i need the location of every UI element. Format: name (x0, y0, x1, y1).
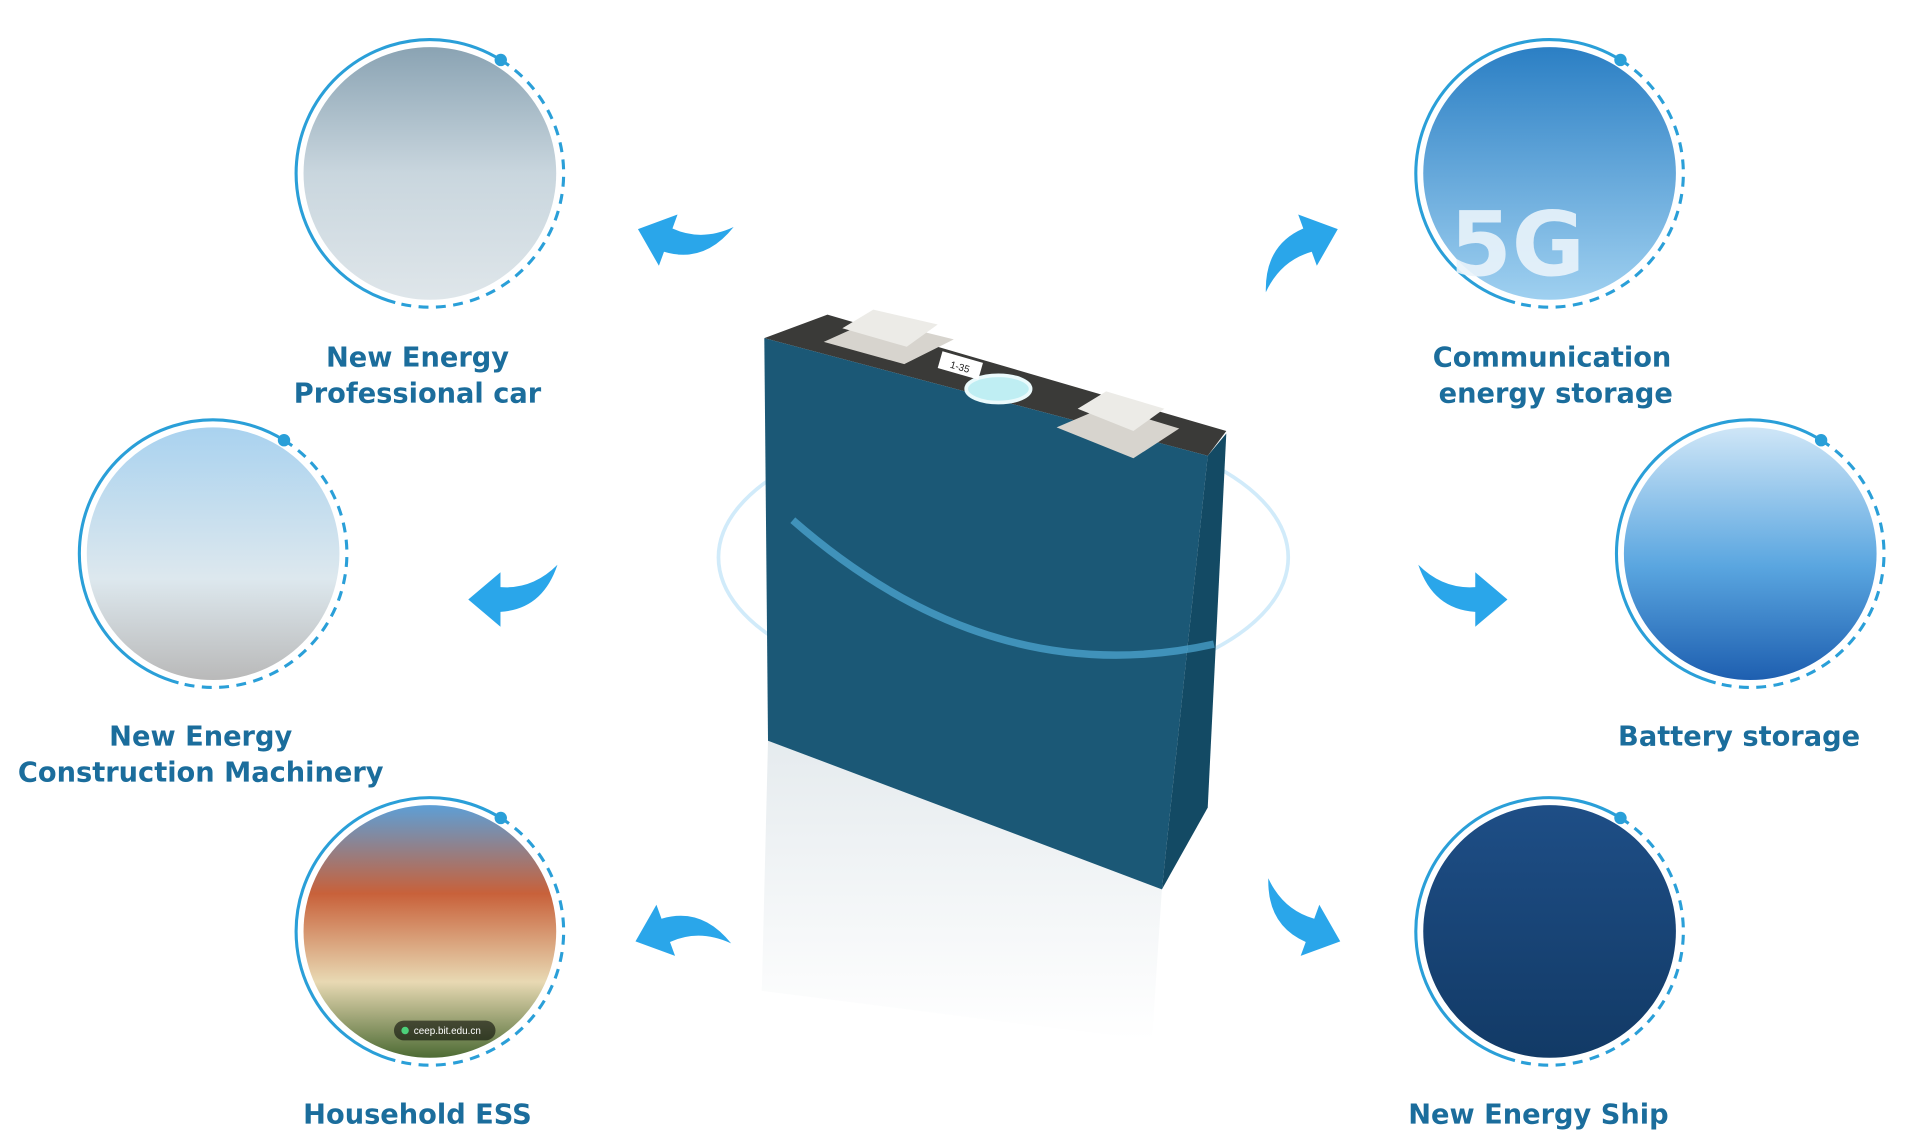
ring-dot (494, 53, 507, 67)
ring-dot (494, 811, 507, 825)
ring-solid-arc (1414, 796, 1622, 1063)
cell-label: 1-35 (949, 360, 972, 376)
label-comm-1: Communication (1433, 343, 1672, 374)
arrows (468, 214, 1508, 956)
ring-solid-arc (77, 418, 285, 685)
ring-dot (277, 434, 291, 447)
photo-household (294, 796, 566, 1067)
label-car-1: New Energy (326, 343, 509, 374)
label-household: Household ESS (303, 1099, 532, 1130)
arrow-right-icon (1418, 564, 1508, 627)
battery-reflection (761, 740, 1162, 1041)
ring-dashed-arc (1514, 816, 1685, 1067)
storage-cabinet-photo (1623, 427, 1877, 680)
ring-solid-arc (294, 796, 502, 1063)
negative-terminal (1056, 391, 1180, 459)
ring-dot (1814, 434, 1828, 447)
5g-antenna-photo (1423, 47, 1676, 300)
photo-car (294, 38, 566, 309)
wheel-loader-photo (86, 427, 340, 680)
ring-solid-arc (294, 38, 502, 305)
label-comm-2: energy storage (1439, 379, 1673, 410)
label-car-2: Professional car (294, 379, 542, 410)
sports-car-photo (303, 47, 557, 300)
label-machinery-2: Construction Machinery (18, 758, 384, 789)
watermark: ceep.bit.edu.cn (393, 1020, 496, 1041)
positive-terminal (823, 309, 954, 365)
solar-ship-photo (1423, 805, 1676, 1058)
photo-storage (1614, 418, 1886, 689)
battery-side-face (1161, 433, 1227, 890)
ring-dot (1614, 53, 1627, 67)
arrow-down-right-icon (1268, 878, 1341, 956)
arrow-down-left-icon (635, 904, 732, 956)
ring-dashed-arc (1715, 438, 1886, 689)
ring-dashed-arc (1514, 58, 1685, 309)
label-machinery-1: New Energy (109, 722, 292, 753)
watermark-text: ceep.bit.edu.cn (414, 1026, 481, 1037)
battery-cell: 1-35 (764, 309, 1227, 890)
arrow-up-left-icon (637, 214, 734, 266)
label-storage: Battery storage (1618, 722, 1860, 753)
ring-dashed-arc (178, 438, 349, 689)
safety-vent (964, 373, 1033, 405)
arrow-left-icon (468, 564, 558, 627)
battery-front-face (764, 338, 1208, 890)
arrow-up-right-icon (1265, 214, 1338, 293)
ring-dashed-arc (394, 58, 566, 309)
ring-solid-arc (1414, 38, 1622, 305)
photo-ship (1414, 796, 1685, 1067)
ring-solid-arc (1614, 418, 1822, 685)
photo-machinery (77, 418, 349, 689)
label-ship: New Energy Ship (1408, 1099, 1668, 1130)
ring-dashed-arc (394, 816, 566, 1067)
ring-dot (1614, 811, 1627, 825)
5g-photo-text: 5G (1450, 193, 1585, 297)
application-photos (77, 38, 1886, 1067)
solar-house-photo (303, 805, 557, 1058)
photo-comm (1414, 38, 1685, 309)
